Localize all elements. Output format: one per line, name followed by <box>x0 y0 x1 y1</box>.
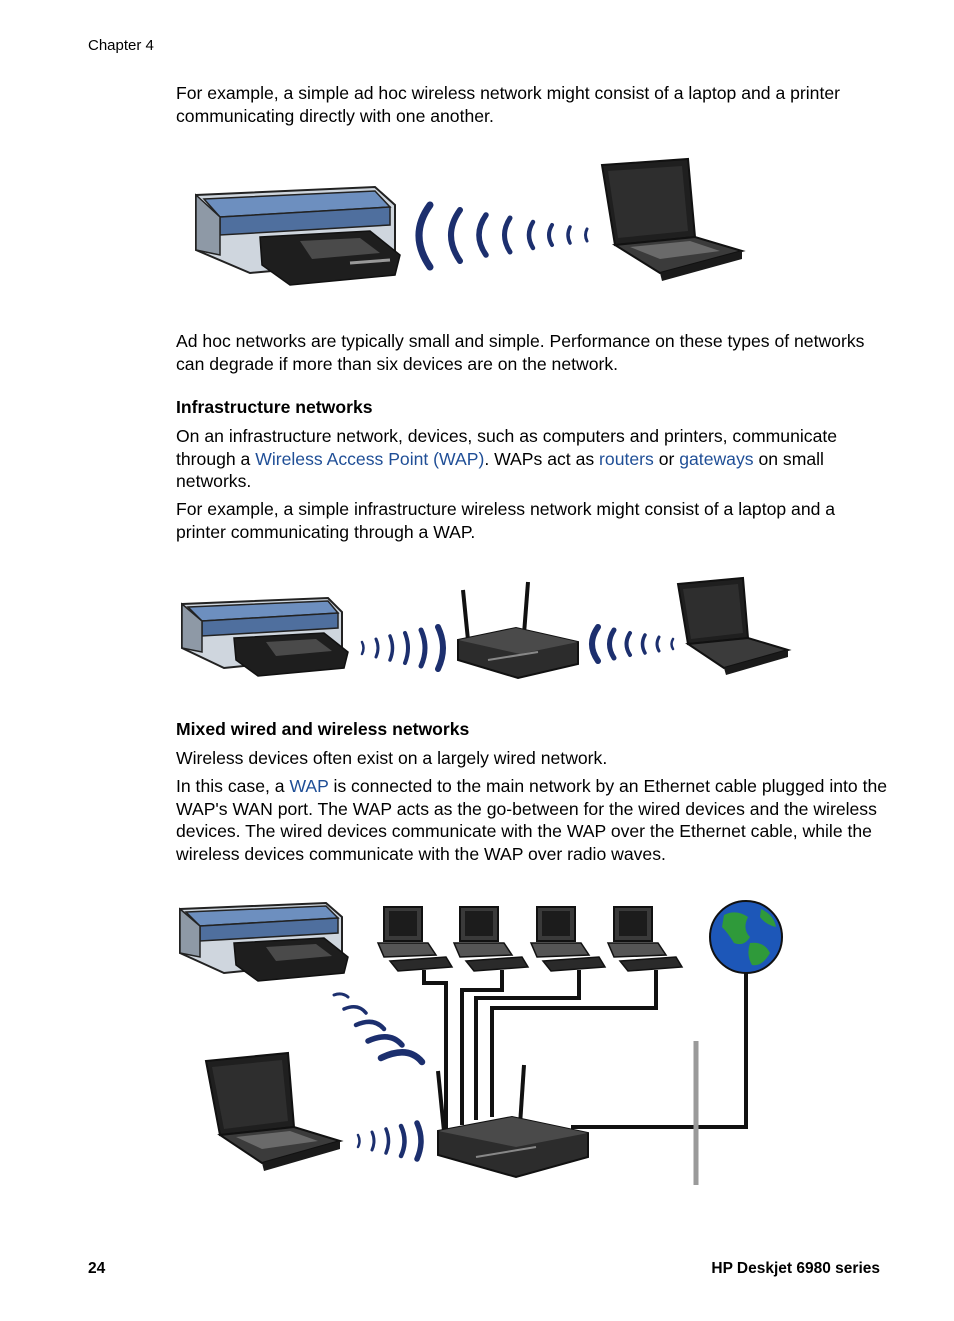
figure-mixed-network <box>176 895 791 1195</box>
desktop-computer-icon <box>452 906 530 972</box>
link-wap[interactable]: WAP <box>289 776 329 796</box>
radio-wave-icon <box>415 201 589 271</box>
desktop-computer-icon <box>376 906 454 972</box>
desktop-computer-icon <box>529 906 607 972</box>
mixed-intro-paragraph: Wireless devices often exist on a largel… <box>176 748 608 768</box>
chapter-label: Chapter 4 <box>88 37 154 54</box>
text-segment: On an infrastructure network, devices, s… <box>176 426 838 469</box>
infrastructure-example-paragraph: For example, a simple infrastructure wir… <box>176 499 836 542</box>
text-segment: or <box>653 448 680 469</box>
ethernet-cables <box>422 970 748 1130</box>
text-segment: on small networks. <box>176 448 824 492</box>
radio-wave-icon <box>332 992 426 1066</box>
wireless-access-point-icon <box>436 1064 589 1179</box>
printer-icon <box>179 901 349 982</box>
figure-infrastructure <box>178 572 793 684</box>
laptop-icon <box>600 157 746 281</box>
page-number: 24 <box>88 1260 106 1277</box>
printer-icon <box>181 596 349 677</box>
text-segment: . WAPs act as <box>484 448 600 469</box>
desktop-computer-icon <box>606 906 684 972</box>
radio-wave-icon <box>356 1120 424 1162</box>
link-wireless-access-point[interactable]: Wireless Access Point (WAP) <box>255 448 485 469</box>
intro-paragraph: For example, a simple ad hoc wireless ne… <box>176 83 840 126</box>
laptop-icon <box>204 1051 344 1171</box>
globe-icon <box>709 900 783 974</box>
figure-ad-hoc <box>190 155 750 295</box>
ad-hoc-paragraph: Ad hoc networks are typically small and … <box>176 331 865 374</box>
heading-mixed-networks: Mixed wired and wireless networks <box>176 719 470 739</box>
printer-icon <box>195 185 401 286</box>
radio-wave-icon <box>589 624 675 664</box>
laptop-icon <box>676 576 792 675</box>
link-gateways[interactable]: gateways <box>679 448 754 469</box>
wireless-access-point-icon <box>457 581 579 680</box>
mixed-detail-paragraph: In this case, a WAP is connected to the … <box>176 775 888 865</box>
text-segment: In this case, a <box>176 776 290 796</box>
text-segment: is connected to the main network by an E… <box>176 776 888 864</box>
infrastructure-paragraph: On an infrastructure network, devices, s… <box>176 425 888 493</box>
link-routers[interactable]: routers <box>599 448 654 469</box>
radio-wave-icon <box>360 624 446 672</box>
heading-infrastructure-networks: Infrastructure networks <box>176 397 373 417</box>
product-name: HP Deskjet 6980 series <box>711 1260 880 1277</box>
